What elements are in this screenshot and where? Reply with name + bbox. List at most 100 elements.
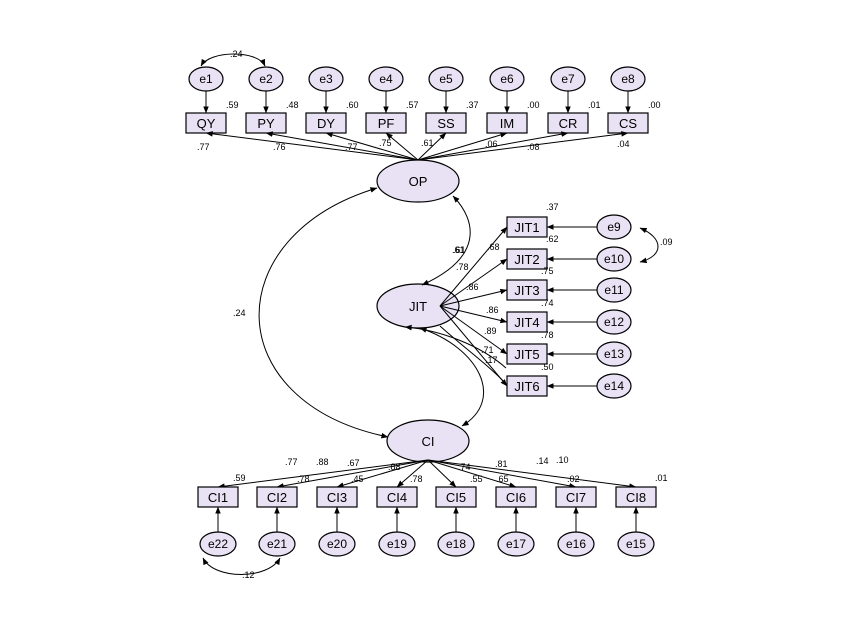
ci5-error-label: e18 (446, 537, 466, 551)
jit-extra-coef-1: .71 (481, 345, 494, 355)
ci3-loading-path (336, 459, 429, 488)
dy-r2: .60 (346, 100, 359, 110)
jit5-loading-value: .86 (486, 305, 499, 315)
ci8-indicator-label: CI8 (626, 490, 646, 505)
ss-error-label: e5 (439, 72, 453, 86)
im-loading-value: .06 (485, 139, 498, 149)
jit2-error-circle (596, 246, 632, 272)
pf-indicator-label: PF (378, 116, 395, 131)
ci6-r2: .65 (496, 474, 509, 484)
op-jit-covariance-value: .61 (452, 245, 465, 255)
cr-indicator-label: CR (559, 116, 578, 131)
pf-loading-path (385, 132, 419, 161)
py-indicator-label: PY (257, 116, 275, 131)
ci4-r2: .78 (410, 474, 423, 484)
e21-e22-covariance-value: .12 (242, 570, 255, 580)
ci8-error-label: e15 (626, 537, 646, 551)
jit1-loading-path (439, 226, 508, 307)
ci1-loading-path (217, 459, 429, 489)
ci5-loading-path (427, 459, 457, 488)
e21-e22-covariance (202, 557, 281, 575)
dy-indicator-label: DY (317, 116, 335, 131)
dy-loading-value: .77 (345, 142, 358, 152)
jit4-loading-path (439, 305, 508, 324)
ss-indicator-label: SS (437, 116, 455, 131)
jit2-r2: .62 (546, 234, 559, 244)
pf-loading-value: .75 (379, 138, 392, 148)
jit5-error-label: e13 (604, 347, 624, 361)
op-ci-covariance (258, 187, 389, 439)
jit3-loading-value: .78 (456, 262, 469, 272)
qy-loading-value: .77 (197, 142, 210, 152)
op-jit-covariance (421, 195, 471, 286)
jit1-r2: .37 (546, 202, 559, 212)
jit4-indicator-label: JIT4 (514, 315, 539, 330)
ci3-error-circle (318, 531, 356, 557)
im-r2: .00 (527, 100, 540, 110)
ci8-loading-value: .10 (556, 455, 569, 465)
jit5-error-circle (596, 341, 632, 367)
ci6-loading-path (427, 459, 517, 488)
ci6-error-circle (497, 531, 535, 557)
jit5-r2: .78 (541, 330, 554, 340)
ci3-loading-value: .67 (347, 458, 360, 468)
op-latent[interactable] (376, 159, 460, 203)
ci5-r2: .55 (470, 474, 483, 484)
jit5-loading-path (439, 305, 508, 355)
cs-loading-value: .04 (617, 139, 630, 149)
jit2-loading-value: .68 (487, 242, 500, 252)
ci5-error-circle (437, 531, 475, 557)
jit3-r2: .75 (541, 266, 554, 276)
ci8-r2: .01 (655, 473, 668, 483)
jit1-indicator-label: JIT1 (514, 220, 539, 235)
ci2-r2: .78 (297, 474, 310, 484)
dy-loading-path (325, 132, 419, 161)
cr-loading-path (417, 131, 569, 161)
ci6-loading-value: .81 (495, 459, 508, 469)
jit4-error-label: e12 (604, 315, 624, 329)
jit2-error-label: e10 (604, 252, 624, 266)
jit1-error-label: e9 (607, 220, 621, 234)
ci-latent-label: CI (422, 434, 435, 449)
cr-loading-value: .08 (527, 142, 540, 152)
cr-r2: .01 (588, 100, 601, 110)
ss-r2: .37 (466, 100, 479, 110)
ci6-error-label: e17 (506, 537, 526, 551)
qy-error-label: e1 (199, 72, 213, 86)
im-indicator-label: IM (500, 116, 514, 131)
jit5-indicator-label: JIT5 (514, 347, 539, 362)
jit2-loading-path (439, 258, 508, 307)
pf-r2: .57 (406, 100, 419, 110)
e1-e2-covariance-value: .24 (230, 49, 243, 59)
ci2-error-label: e21 (267, 537, 287, 551)
op-ci-covariance-value: .24 (233, 308, 246, 318)
jit4-error-circle (596, 309, 632, 335)
jit6-r2: .50 (541, 362, 554, 372)
jit1-error-circle (596, 214, 632, 240)
jit-extra-coef-2: .17 (485, 355, 498, 365)
ci2-loading-path (276, 459, 429, 489)
qy-indicator-label: QY (197, 116, 216, 131)
jit3-error-circle (596, 277, 632, 303)
jit6-error-circle (596, 373, 632, 399)
jit4-loading-value: .86 (466, 282, 479, 292)
op-latent-label: OP (409, 174, 428, 189)
ci1-indicator-label: CI1 (208, 490, 228, 505)
ci1-loading-value: .77 (285, 457, 298, 467)
py-r2: .48 (286, 100, 299, 110)
op-block: .24 e1.59QY.77e2.48PY.76e3.60DY.77e4.57P… (185, 49, 661, 203)
dy-error-label: e3 (319, 72, 333, 86)
e1-e2-covariance (200, 53, 266, 67)
ci4-error-label: e19 (387, 537, 407, 551)
e9-e10-covariance (639, 227, 659, 264)
jit-ci-covariance (419, 327, 485, 427)
ci2-loading-value: .88 (316, 457, 329, 467)
pf-error-label: e4 (379, 72, 393, 86)
ci3-error-label: e20 (327, 537, 347, 551)
ci3-indicator-label: CI3 (327, 490, 347, 505)
cs-error-label: e8 (621, 72, 635, 86)
ci-latent[interactable] (386, 419, 470, 463)
py-loading-path (265, 131, 419, 161)
ci1-error-label: e22 (208, 537, 228, 551)
